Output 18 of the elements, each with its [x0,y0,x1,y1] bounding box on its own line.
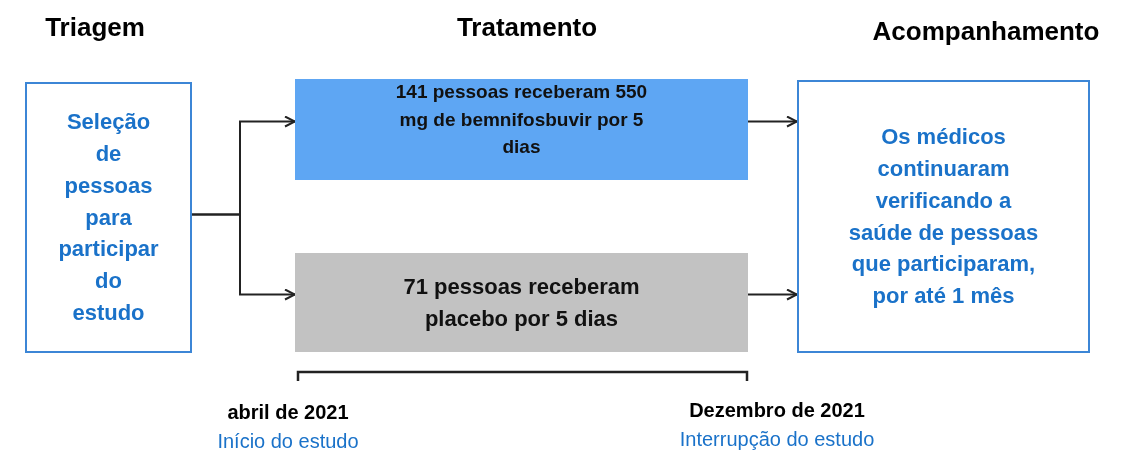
arrow [747,115,798,128]
box-text: Seleção de pessoas para participar do estudo [58,107,159,328]
outlined-box [25,82,192,353]
column-heading: Triagem [44,12,146,44]
box-text: 141 pessoas receberam 550 mg de bemnifosbuvir por 5 dias [394,80,649,160]
box-text: 71 pessoas receberam placebo por 5 dias [402,272,641,333]
event-label: Interrupção do estudo [678,427,876,451]
filled-box [295,79,748,180]
filled-box [295,253,748,352]
date-label: Dezembro de 2021 [688,398,866,422]
outlined-box [797,80,1090,353]
arrow [191,213,296,301]
box-text: Os médicos continuaram verificando a saúde de pessoas que participaram, por até 1 mês [847,122,1040,311]
date-label: abril de 2021 [226,400,350,424]
event-label: Início do estudo [216,429,360,453]
column-heading: Tratamento [455,12,599,44]
column-heading: Acompanhamento [871,16,1101,48]
arrow [747,288,798,301]
